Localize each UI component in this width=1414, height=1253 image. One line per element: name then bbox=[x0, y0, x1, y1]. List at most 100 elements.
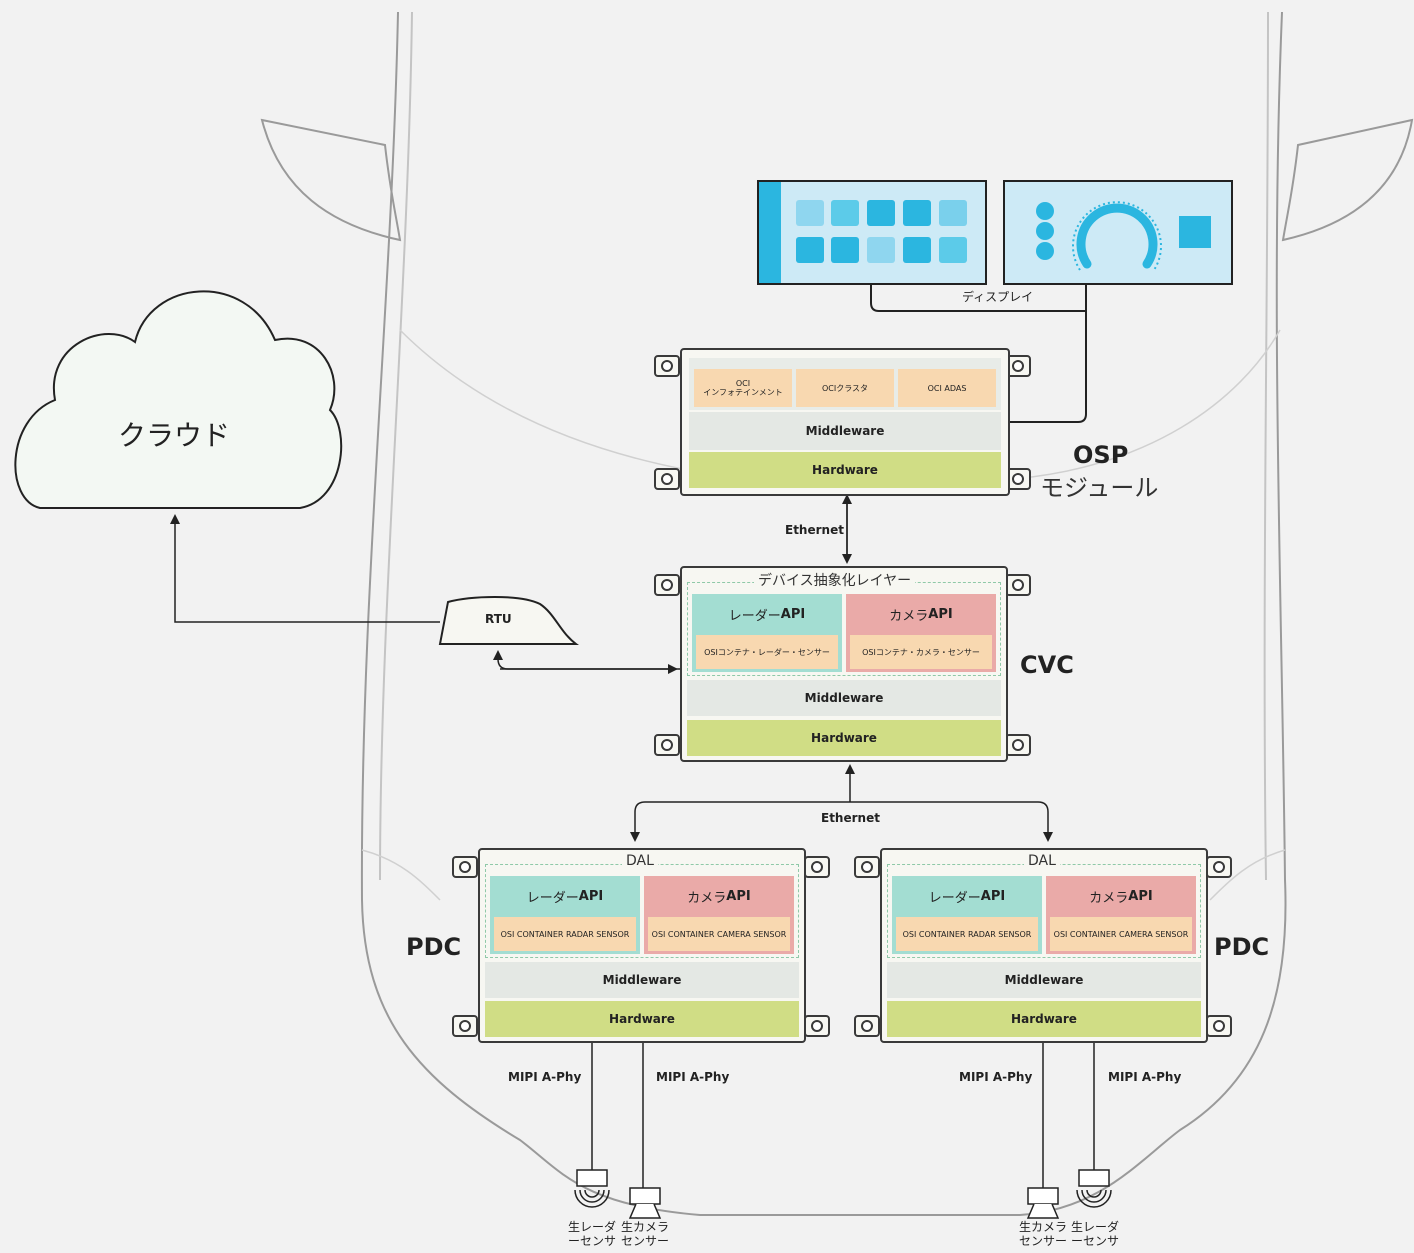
sensor-label-right-camera: 生カメラセンサー bbox=[1018, 1220, 1067, 1248]
osp-hardware: Hardware bbox=[689, 452, 1001, 488]
pdc-right-radar-api-suffix: API bbox=[980, 888, 1006, 904]
cvc-hardware: Hardware bbox=[687, 720, 1001, 756]
osp-middleware: Middleware bbox=[689, 412, 1001, 450]
mount-tab bbox=[1206, 856, 1232, 878]
osp-module: OCI インフォテインメント OCIクラスタ OCI ADAS Middlewa… bbox=[680, 348, 1010, 496]
mount-tab bbox=[1005, 355, 1031, 377]
cloud-shape bbox=[14, 290, 343, 509]
cvc-camera-api-suffix: API bbox=[928, 606, 953, 622]
mipi-label-left-radar: MIPI A-Phy bbox=[508, 1070, 582, 1084]
display-tile bbox=[831, 200, 859, 226]
sensor-label-right-radar: 生レーダーセンサ bbox=[1070, 1220, 1119, 1248]
display-dot bbox=[1036, 242, 1054, 260]
display-tile bbox=[831, 237, 859, 263]
camera-sensor-icon-left bbox=[628, 1187, 662, 1219]
mount-tab bbox=[1005, 574, 1031, 596]
pdc-left-camera-api-prefix: カメラ bbox=[687, 890, 727, 906]
pdc-left-radar-api-suffix: API bbox=[578, 888, 604, 904]
pdc-left-hardware: Hardware bbox=[485, 1001, 799, 1037]
pdc-right-camera-container: OSI CONTAINER CAMERA SENSOR bbox=[1050, 917, 1192, 951]
mount-tab bbox=[804, 856, 830, 878]
cvc-radar-api-prefix: レーダー bbox=[728, 608, 781, 624]
display-right bbox=[1003, 180, 1233, 285]
pdc-left-camera-api-suffix: API bbox=[726, 888, 751, 904]
pdc-right-hardware: Hardware bbox=[887, 1001, 1201, 1037]
radar-sensor-icon-right bbox=[1076, 1169, 1112, 1208]
cvc-middleware: Middleware bbox=[687, 680, 1001, 716]
cvc-title: CVC bbox=[1020, 651, 1074, 679]
pdc-right-radar-api-prefix: レーダー bbox=[928, 890, 981, 906]
mipi-label-left-camera: MIPI A-Phy bbox=[656, 1070, 730, 1084]
display-square bbox=[1179, 216, 1211, 248]
pdc-right-camera-api-prefix: カメラ bbox=[1089, 890, 1129, 906]
pdc-right-title: PDC bbox=[1214, 933, 1270, 961]
display-tile bbox=[939, 200, 967, 226]
pdc-left-radar-container: OSI CONTAINER RADAR SENSOR bbox=[494, 917, 636, 951]
cvc-radar-container: OSIコンテナ・レーダー・センサー bbox=[696, 635, 838, 669]
mount-tab bbox=[804, 1015, 830, 1037]
display-tile bbox=[867, 237, 895, 263]
mount-tab bbox=[654, 574, 680, 596]
mount-tab bbox=[1206, 1015, 1232, 1037]
display-dot bbox=[1036, 222, 1054, 240]
sensor-label-left-camera: 生カメラセンサー bbox=[620, 1220, 669, 1248]
osp-container-cluster: OCIクラスタ bbox=[796, 369, 894, 407]
cvc-camera-api-prefix: カメラ bbox=[889, 608, 929, 624]
pdc-left-dal-label: DAL bbox=[622, 853, 658, 869]
display-tile bbox=[903, 237, 931, 263]
gauge-icon bbox=[1072, 201, 1162, 271]
mount-tab bbox=[452, 1015, 478, 1037]
pdc-left-camera-container: OSI CONTAINER CAMERA SENSOR bbox=[648, 917, 790, 951]
pdc-right-middleware: Middleware bbox=[887, 962, 1201, 998]
radar-sensor-icon-left bbox=[574, 1169, 610, 1208]
osp-container-infotainment: OCI インフォテインメント bbox=[694, 369, 792, 407]
cloud-label: クラウド bbox=[118, 419, 231, 452]
rtu-shape bbox=[438, 596, 579, 645]
mount-tab bbox=[654, 734, 680, 756]
cvc-radar-api-suffix: API bbox=[780, 606, 806, 622]
mipi-label-right-radar: MIPI A-Phy bbox=[1108, 1070, 1182, 1084]
pdc-right-dal-label: DAL bbox=[1024, 853, 1060, 869]
ethernet-label-top: Ethernet bbox=[785, 523, 844, 537]
display-tile bbox=[939, 237, 967, 263]
pdc-left-title: PDC bbox=[406, 933, 462, 961]
ethernet-label-bottom: Ethernet bbox=[821, 811, 880, 825]
pdc-right-radar-container: OSI CONTAINER RADAR SENSOR bbox=[896, 917, 1038, 951]
pdc-right-camera-api-suffix: API bbox=[1128, 888, 1153, 904]
cvc-camera-container: OSIコンテナ・カメラ・センサー bbox=[850, 635, 992, 669]
pdc-left-middleware: Middleware bbox=[485, 962, 799, 998]
display-left bbox=[757, 180, 987, 285]
mount-tab bbox=[1005, 734, 1031, 756]
mount-tab bbox=[654, 468, 680, 490]
mount-tab bbox=[654, 355, 680, 377]
sensor-label-left-radar: 生レーダーセンサ bbox=[567, 1220, 616, 1248]
display-left-sidebar bbox=[759, 182, 781, 283]
mount-tab bbox=[854, 856, 880, 878]
camera-sensor-icon-right bbox=[1026, 1187, 1060, 1219]
osp-container-adas: OCI ADAS bbox=[898, 369, 996, 407]
osp-title: OSP bbox=[1073, 441, 1129, 469]
mount-tab bbox=[452, 856, 478, 878]
mipi-label-right-camera: MIPI A-Phy bbox=[959, 1070, 1033, 1084]
mount-tab bbox=[854, 1015, 880, 1037]
display-label: ディスプレイ bbox=[962, 290, 1034, 304]
display-tile bbox=[796, 200, 824, 226]
display-tile bbox=[867, 200, 895, 226]
cvc-dal-label: デバイス抽象化レイヤー bbox=[754, 570, 916, 590]
osp-subtitle: モジュール bbox=[1040, 474, 1159, 502]
pdc-left-radar-api-prefix: レーダー bbox=[526, 890, 579, 906]
rtu-label: RTU bbox=[485, 612, 512, 626]
display-dot bbox=[1036, 202, 1054, 220]
display-tile bbox=[903, 200, 931, 226]
display-tile bbox=[796, 237, 824, 263]
